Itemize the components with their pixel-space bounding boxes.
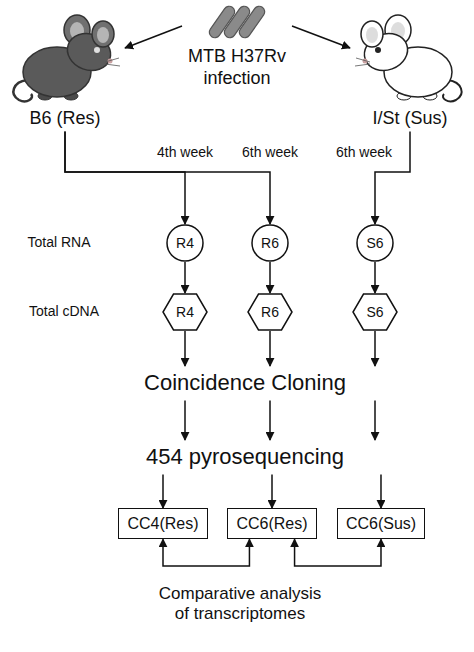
node-text: R6 — [261, 235, 279, 252]
node-text: 454 pyrosequencing — [146, 444, 344, 470]
mouse-strain: B6 (Res) — [5, 10, 125, 132]
flow-arrow — [184, 262, 186, 293]
mouse-whiskers — [105, 58, 120, 66]
flow-arrow — [380, 474, 382, 508]
edge-label: 6th week — [334, 144, 394, 161]
circle-shape — [252, 225, 288, 261]
edge-label: 4th week — [155, 144, 215, 161]
node-text: CC4(Res) — [127, 514, 198, 533]
rna-circle: S6 — [356, 224, 394, 262]
circle-shape — [357, 225, 393, 261]
flow-arrow — [374, 262, 376, 293]
white-mouse — [355, 15, 462, 101]
mouse-eye — [94, 47, 100, 53]
cdna-hexagon: R4 — [162, 293, 208, 331]
annotation-label: Comparative analysis of transcriptomes — [150, 584, 330, 625]
bacterium-rod — [237, 4, 267, 40]
node-text: R4 — [176, 304, 194, 321]
node-text: MTB H37Rv infection — [182, 46, 292, 89]
node-text: Coincidence Cloning — [144, 370, 346, 396]
flow-arrow — [374, 400, 376, 440]
library-box: CC6(Res) — [227, 508, 316, 539]
mouse-ear — [92, 21, 114, 47]
circle-shape — [167, 225, 203, 261]
flow-arrow — [269, 331, 271, 366]
edge-label: 6th week — [240, 144, 300, 161]
mouse-whiskers — [355, 58, 370, 66]
node-text: R6 — [261, 304, 279, 321]
flow-arrow — [292, 26, 350, 48]
flow-arrow — [295, 539, 381, 566]
library-box: CC4(Res) — [118, 508, 207, 539]
flow-arrow — [184, 331, 186, 366]
node-text: CC6(Sus) — [346, 514, 416, 533]
mouse-ear-inner — [97, 27, 109, 43]
hexagon-shape — [163, 294, 207, 330]
flow-arrow — [184, 400, 186, 440]
mouse-ear-inner — [366, 27, 378, 43]
black-mouse — [13, 15, 120, 101]
hexagon-shape — [353, 294, 397, 330]
hexagon-shape — [248, 294, 292, 330]
mouse-strain: I/St (Sus) — [350, 10, 470, 132]
mouse-ear — [361, 21, 383, 47]
flow-arrow — [125, 26, 182, 48]
library-box: CC6(Sus) — [337, 508, 425, 539]
mouse-eye — [375, 47, 381, 53]
process-step: Coincidence Cloning — [105, 366, 385, 400]
flow-arrow — [374, 331, 376, 366]
node-text: R4 — [176, 235, 194, 252]
rna-circle: R4 — [166, 224, 204, 262]
flow-arrow — [269, 400, 271, 440]
mouse-head — [359, 28, 413, 77]
annotation-label: Total RNA — [16, 234, 102, 251]
node-text: S6 — [366, 235, 383, 252]
infection-source: MTB H37Rv infection — [182, 2, 292, 91]
annotation-label: Total cDNA — [16, 303, 112, 320]
flow-arrow — [162, 474, 164, 508]
rna-circle: R6 — [251, 224, 289, 262]
mouse-head — [62, 28, 116, 77]
node-text: CC6(Res) — [236, 514, 307, 533]
flow-arrow — [163, 539, 249, 566]
node-text: I/St (Sus) — [372, 108, 447, 130]
cdna-hexagon: R6 — [247, 293, 293, 331]
flow-arrow — [269, 262, 271, 293]
node-text: S6 — [366, 304, 383, 321]
flow-arrow — [271, 474, 273, 508]
node-text: B6 (Res) — [29, 108, 100, 130]
process-step: 454 pyrosequencing — [105, 440, 385, 474]
mtb-bacteria — [207, 4, 267, 40]
cdna-hexagon: S6 — [352, 293, 398, 331]
